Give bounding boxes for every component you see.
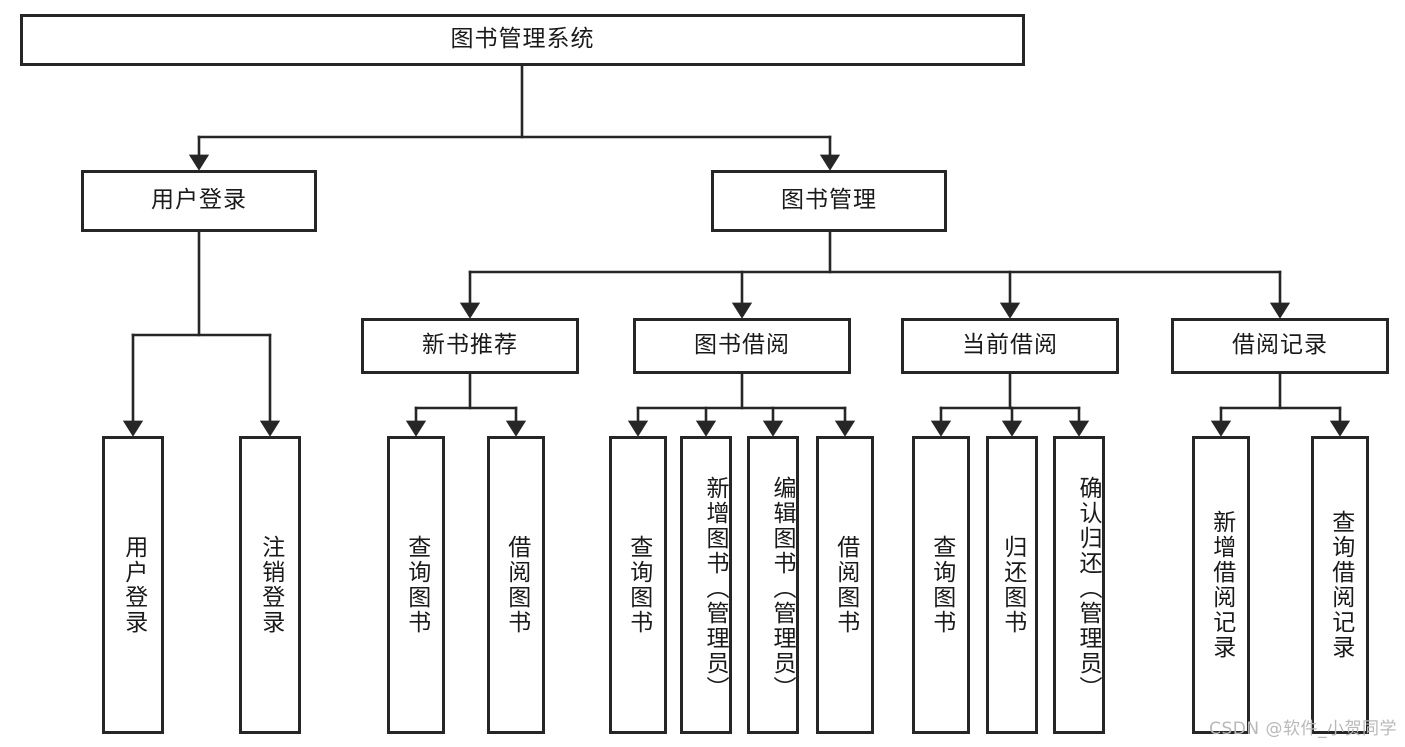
node-query-book-2[interactable]: 查询图书 <box>609 436 667 734</box>
node-new-book-recommend[interactable]: 新书推荐 <box>361 318 579 374</box>
node-return-book-label: 归还图书 <box>999 535 1026 635</box>
node-add-book-admin-label: 新增图书（管理员） <box>702 475 728 701</box>
node-book-manage[interactable]: 图书管理 <box>711 170 947 232</box>
node-borrow-record[interactable]: 借阅记录 <box>1171 318 1389 374</box>
node-current-borrow[interactable]: 当前借阅 <box>901 318 1119 374</box>
node-user-login-do-label: 用户登录 <box>120 535 147 635</box>
node-root[interactable]: 图书管理系统 <box>20 14 1025 66</box>
node-edit-book-admin[interactable]: 编辑图书（管理员） <box>747 436 799 734</box>
node-query-borrow-record[interactable]: 查询借阅记录 <box>1311 436 1369 734</box>
node-query-book-1-label: 查询图书 <box>403 535 430 635</box>
node-add-borrow-record[interactable]: 新增借阅记录 <box>1192 436 1250 734</box>
node-confirm-return-admin[interactable]: 确认归还（管理员） <box>1053 436 1105 734</box>
node-user-login[interactable]: 用户登录 <box>81 170 317 232</box>
node-query-borrow-record-label: 查询借阅记录 <box>1327 510 1354 660</box>
node-book-manage-label: 图书管理 <box>781 187 877 214</box>
node-current-borrow-label: 当前借阅 <box>962 332 1058 359</box>
node-borrow-book-1-label: 借阅图书 <box>503 535 530 635</box>
node-user-login-label: 用户登录 <box>151 187 247 214</box>
node-return-book[interactable]: 归还图书 <box>986 436 1038 734</box>
node-confirm-return-admin-label: 确认归还（管理员） <box>1075 475 1101 701</box>
node-borrow-book-2-label: 借阅图书 <box>832 535 859 635</box>
node-edit-book-admin-label: 编辑图书（管理员） <box>769 475 795 701</box>
node-query-book-1[interactable]: 查询图书 <box>387 436 445 734</box>
csdn-watermark: CSDN @软件_小贺同学 <box>1209 719 1397 739</box>
node-borrow-record-label: 借阅记录 <box>1232 332 1328 359</box>
node-user-logout-label: 注销登录 <box>257 535 284 635</box>
node-user-logout[interactable]: 注销登录 <box>239 436 301 734</box>
node-query-book-2-label: 查询图书 <box>625 535 652 635</box>
node-borrow-book-2[interactable]: 借阅图书 <box>816 436 874 734</box>
node-query-book-3[interactable]: 查询图书 <box>912 436 970 734</box>
node-query-book-3-label: 查询图书 <box>928 535 955 635</box>
node-book-borrow-label: 图书借阅 <box>694 332 790 359</box>
node-add-book-admin[interactable]: 新增图书（管理员） <box>680 436 732 734</box>
node-root-label: 图书管理系统 <box>450 26 595 53</box>
node-user-login-do[interactable]: 用户登录 <box>102 436 164 734</box>
node-add-borrow-record-label: 新增借阅记录 <box>1208 510 1235 660</box>
node-book-borrow[interactable]: 图书借阅 <box>633 318 851 374</box>
node-borrow-book-1[interactable]: 借阅图书 <box>487 436 545 734</box>
node-new-book-recommend-label: 新书推荐 <box>422 332 518 359</box>
